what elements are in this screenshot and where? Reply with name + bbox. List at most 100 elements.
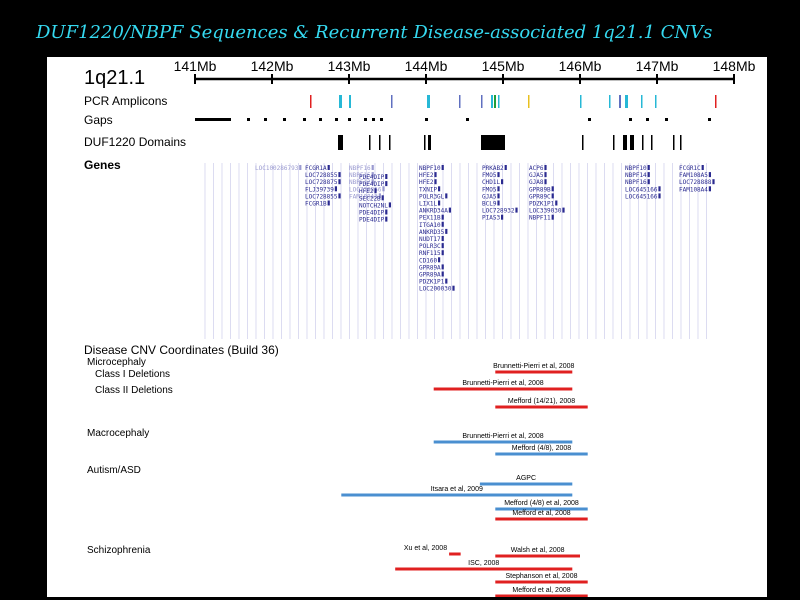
gene-label: CHD1L xyxy=(482,179,500,186)
duf1220-domains-track xyxy=(338,135,682,150)
gene-label: NBPF10 xyxy=(419,165,441,172)
duf1220-domain xyxy=(481,135,505,150)
pcr-amplicon xyxy=(498,95,500,108)
pcr-amplicon xyxy=(619,95,621,108)
duf1220-domain xyxy=(680,135,682,150)
gene-label: HFE2 xyxy=(419,179,434,186)
gene-marker xyxy=(555,200,558,206)
genes-track-grid xyxy=(204,163,707,339)
pcr-amplicon xyxy=(339,95,342,108)
disease-label-autism: Autism/ASD xyxy=(87,465,141,476)
cnv-bar-label: Mefford (4/8), 2008 xyxy=(512,445,572,452)
gene-marker xyxy=(544,165,547,170)
gene-marker xyxy=(441,236,444,241)
cnv-bar-label: Itsara et al, 2009 xyxy=(431,486,483,493)
gene-label: ITGA10 xyxy=(419,222,441,229)
ruler-tick-label: 142Mb xyxy=(251,58,294,74)
gene-marker xyxy=(647,165,650,170)
gene-label: PDZK1P1 xyxy=(529,201,555,208)
gene-marker xyxy=(327,200,330,206)
gene-marker xyxy=(445,193,448,199)
gene-label: POLR3C xyxy=(419,243,441,250)
gene-label: NBPF15 xyxy=(349,172,371,179)
gap-segment xyxy=(665,118,668,121)
cnv-bar-label: Mefford (4/8) et al, 2008 xyxy=(504,500,579,507)
gene-label: GPR89A xyxy=(419,264,441,271)
gene-label: ACP6 xyxy=(529,165,544,172)
pcr-amplicon xyxy=(580,95,582,108)
pcr-amplicon xyxy=(625,95,628,108)
gene-marker xyxy=(452,285,455,291)
gap-segment xyxy=(588,118,591,121)
disease-label-class2: Class II Deletions xyxy=(95,385,173,396)
pcr-amplicon xyxy=(391,95,393,108)
gene-label: NOTCH2NL xyxy=(359,202,388,209)
gene-label: LOC728855 xyxy=(305,172,338,179)
gene-marker xyxy=(441,250,444,256)
gene-label: PDE4DIP xyxy=(359,181,385,188)
gene-marker xyxy=(338,172,341,178)
duf1220-domain xyxy=(389,135,391,150)
gene-marker xyxy=(381,195,384,201)
duf1220-domain xyxy=(424,135,426,150)
gene-label: LOC728932 xyxy=(482,208,515,215)
ruler-tick-label: 146Mb xyxy=(559,58,602,74)
gene-label: FCGR1A xyxy=(305,165,327,172)
ruler-tick-label: 143Mb xyxy=(328,58,371,74)
gene-marker xyxy=(385,181,388,187)
gene-marker xyxy=(544,172,547,178)
cnv-bar-label: AGPC xyxy=(516,475,536,482)
gene-marker xyxy=(647,172,650,178)
gap-segment xyxy=(629,118,632,121)
gene-marker xyxy=(497,172,500,178)
gap-segment xyxy=(247,118,250,121)
ruler-tick-label: 145Mb xyxy=(482,58,525,74)
gene-marker xyxy=(544,179,547,185)
cnv-bar xyxy=(495,507,588,511)
gene-marker xyxy=(434,179,437,185)
cnv-bar-label: Mefford et al, 2008 xyxy=(512,587,570,594)
gene-label: LOC728855 xyxy=(305,193,338,200)
gene-marker xyxy=(374,188,377,194)
gene-marker xyxy=(441,221,444,227)
gene-marker xyxy=(445,228,448,234)
gene-label: BCL9 xyxy=(482,201,497,208)
cnv-bar-label: Brunnetti-Pierri et al, 2008 xyxy=(493,363,574,370)
gene-marker xyxy=(551,186,554,192)
gene-label: NUDT17 xyxy=(419,236,441,243)
gene-marker xyxy=(497,186,500,192)
gene-label: PDZK1P1 xyxy=(419,279,445,286)
gene-label: GPR89A xyxy=(419,272,441,279)
gene-label: LOC100286793 xyxy=(255,165,299,172)
gene-marker xyxy=(299,165,302,170)
cnv-bar-label: Stephanson et al, 2008 xyxy=(505,573,577,580)
gene-marker xyxy=(501,179,504,185)
cnv-section-title: Disease CNV Coordinates (Build 36) xyxy=(84,343,279,357)
gene-marker xyxy=(385,209,388,215)
cnv-bar xyxy=(495,452,588,456)
gene-marker xyxy=(504,165,507,170)
gene-marker xyxy=(338,179,341,185)
ruler-tick-label: 141Mb xyxy=(174,58,217,74)
gap-segment xyxy=(319,118,322,121)
gene-label: PRKAB2 xyxy=(482,165,504,172)
cnv-bar-label: Walsh et al, 2008 xyxy=(511,547,565,554)
gene-marker xyxy=(658,186,661,192)
gaps-track xyxy=(195,118,711,121)
gene-marker xyxy=(438,200,441,206)
gap-segment xyxy=(372,118,375,121)
gene-marker xyxy=(385,174,388,179)
pcr-amplicon xyxy=(494,95,496,108)
gene-marker xyxy=(388,202,391,208)
duf1220-domain xyxy=(630,135,634,150)
gap-segment xyxy=(335,118,338,121)
gene-label: GPR89B xyxy=(529,186,551,193)
pcr-amplicon xyxy=(310,95,312,108)
pcr-amplicon xyxy=(481,95,483,108)
gene-label: PIAS3 xyxy=(482,215,500,222)
gene-label: LOC728888 xyxy=(679,179,712,186)
gene-marker xyxy=(497,200,500,206)
